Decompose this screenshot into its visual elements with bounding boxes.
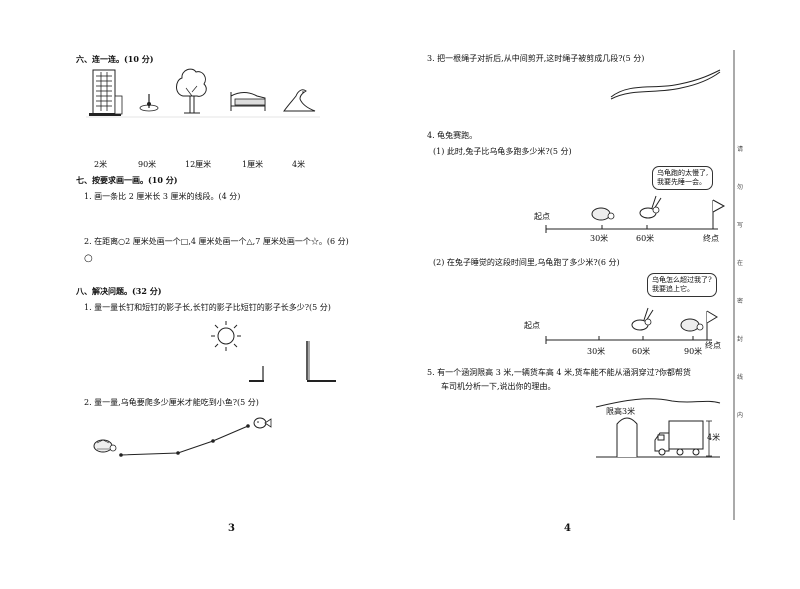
sun-icon [211, 321, 241, 351]
q3-text: 3. 把一根绳子对折后,从中间剪开,这时绳子被剪成几段?(5 分) [427, 54, 645, 63]
rope-icon [610, 69, 721, 100]
race1-start-label: 起点 [534, 212, 550, 221]
reference-circle: ○ [84, 253, 93, 264]
q5-line-2: 车司机分析一下,说出你的理由。 [441, 382, 556, 391]
building-icon [89, 69, 123, 116]
bubble-1-line-1: 乌龟跑的太慢了, [657, 169, 709, 177]
q4-title: 4. 龟兔赛跑。 [427, 131, 478, 140]
race-line-1 [545, 199, 726, 233]
tree-icon [176, 68, 207, 114]
section-6-title: 六、连一连。(10 分) [76, 54, 154, 64]
speech-bubble-1: 乌龟跑的太慢了, 我要先睡一会。 [652, 166, 714, 190]
bubble-2-line-2: 我要追上它。 [652, 285, 694, 293]
turtle-icon-race-2 [680, 318, 704, 332]
label-4m: 4米 [292, 160, 306, 169]
turtle-icon-race-1 [591, 207, 615, 221]
margin-char-5: 密 [736, 298, 743, 305]
margin-char-1: 请 [736, 146, 743, 153]
s7-question-1: 1. 画一条比 2 厘米长 3 厘米的线段。(4 分) [84, 192, 241, 201]
bubble-1-line-2: 我要先睡一会。 [657, 178, 706, 186]
dinosaur-icon [283, 89, 316, 112]
label-1cm: 1厘米 [242, 160, 264, 169]
race2-mark-60: 60米 [632, 347, 651, 356]
margin-char-7: 线 [736, 374, 743, 381]
margin-char-2: 勿 [736, 184, 743, 191]
race1-mark-60: 60米 [636, 234, 655, 243]
turtle-icon [93, 439, 117, 453]
turtle-path-polyline [119, 424, 250, 457]
q5-line-1: 5. 有一个涵洞限高 3 米,一辆货车高 4 米,货车能不能从涵洞穿过?你都帮货 [427, 368, 691, 377]
height-limit-label: 限高3米 [606, 407, 636, 416]
race-line-2 [545, 310, 718, 344]
label-90m: 90米 [138, 160, 157, 169]
bubble-2-line-1: 乌龟怎么超过我了? [652, 276, 712, 284]
label-2m: 2米 [94, 160, 108, 169]
q4-part-1: (1) 此时,兔子比乌龟多跑多少米?(5 分) [433, 147, 572, 156]
rabbit-icon-race-2 [631, 307, 654, 331]
truck-icon [654, 420, 704, 456]
margin-char-3: 写 [736, 222, 743, 229]
truck-height-label: 4米 [707, 433, 721, 442]
s8-question-1: 1. 量一量长钉和短钉的影子长,长钉的影子比短钉的影子长多少?(5 分) [84, 303, 331, 312]
bed-icon [230, 92, 266, 111]
label-12cm: 12厘米 [185, 160, 212, 169]
height-marker [706, 420, 712, 457]
race1-end-label: 终点 [703, 234, 719, 243]
race2-end-label: 终点 [705, 341, 721, 350]
s7-question-2: 2. 在距离○2 厘米处画一个□,4 厘米处画一个△,7 厘米处画一个☆。(6 … [84, 237, 349, 246]
page-number-right: 4 [564, 523, 571, 534]
long-nail-icon [306, 341, 336, 382]
speech-bubble-2: 乌龟怎么超过我了? 我要追上它。 [647, 273, 717, 297]
culvert-scene [595, 398, 721, 458]
q4-part-2: (2) 在兔子睡觉的这段时间里,乌龟跑了多少米?(6 分) [433, 258, 620, 267]
race2-mark-30: 30米 [587, 347, 606, 356]
margin-char-6: 封 [736, 336, 743, 343]
thumbtack-icon [139, 94, 159, 112]
rabbit-icon-race-1 [639, 195, 662, 219]
race1-mark-30: 30米 [590, 234, 609, 243]
race2-mark-90: 90米 [684, 347, 703, 356]
margin-char-8: 内 [736, 412, 743, 419]
fish-icon [253, 417, 272, 429]
page-number-left: 3 [228, 523, 235, 534]
section-8-title: 八、解决问题。(32 分) [76, 286, 162, 296]
race2-start-label: 起点 [524, 321, 540, 330]
s8-question-2: 2. 量一量,乌龟要爬多少厘米才能吃到小鱼?(5 分) [84, 398, 259, 407]
margin-char-4: 在 [736, 260, 743, 267]
section-7-title: 七、按要求画一画。(10 分) [76, 175, 178, 185]
short-nail-icon [249, 366, 264, 382]
